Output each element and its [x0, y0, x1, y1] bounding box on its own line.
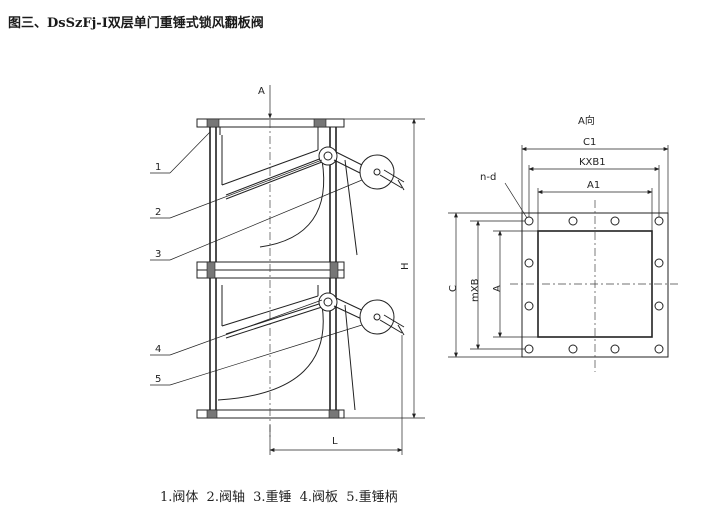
- top-flange: [196, 118, 345, 128]
- nd-leader: [504, 182, 528, 219]
- kxb1-label: KXB1: [579, 157, 606, 168]
- bottom-flange: [196, 409, 345, 419]
- section-view: A: [150, 85, 425, 455]
- a-view: A向 C1 KXB1: [448, 114, 680, 372]
- bolt-hole: [568, 344, 578, 354]
- bolt-hole: [524, 216, 534, 226]
- callout-1: 1: [155, 162, 161, 173]
- bolt-hole: [568, 216, 578, 226]
- legend-item: 4.阀板: [299, 490, 339, 505]
- callout-4: 4: [155, 344, 161, 355]
- upper-valve-plate: [225, 157, 323, 196]
- lower-swing-arc: [217, 304, 324, 401]
- bolt-hole: [524, 344, 534, 354]
- legend-item: 3.重锤: [253, 490, 292, 505]
- nd-label: n-d: [480, 172, 496, 183]
- a-label: A: [492, 285, 503, 292]
- view-arrow-label: A: [258, 86, 265, 97]
- a1-label: A1: [587, 180, 600, 191]
- legend-item: 2.阀轴: [206, 490, 245, 505]
- upper-swing-arc: [259, 159, 325, 248]
- bolt-holes: [524, 216, 664, 354]
- bolt-hole: [654, 301, 664, 311]
- c-label: C: [448, 285, 459, 292]
- height-label: H: [400, 262, 411, 270]
- a-view-title: A向: [578, 114, 595, 127]
- top-flange-hatch-right: [313, 118, 327, 128]
- page-title: 图三、DsSzFj-Ⅰ双层单门重锤式锁风翻板阀: [8, 16, 264, 31]
- legend-item: 1.阀体: [160, 490, 199, 505]
- bolt-hole: [654, 216, 664, 226]
- callout-2: 2: [155, 207, 161, 218]
- c1-label: C1: [583, 137, 596, 148]
- bolt-hole: [524, 258, 534, 268]
- legend-item: 5.重锤柄: [346, 490, 398, 505]
- bolt-hole: [610, 216, 620, 226]
- bolt-hole: [524, 301, 534, 311]
- length-label: L: [332, 436, 338, 447]
- mxb-label: mXB: [470, 278, 481, 302]
- callout-3: 3: [155, 249, 161, 260]
- top-flange-hatch-left: [206, 118, 220, 128]
- parts-legend: 1.阀体 2.阀轴 3.重锤 4.阀板 5.重锤柄: [160, 486, 402, 505]
- bolt-hole: [654, 344, 664, 354]
- bolt-hole: [610, 344, 620, 354]
- bolt-hole: [654, 258, 664, 268]
- callout-5: 5: [155, 374, 161, 385]
